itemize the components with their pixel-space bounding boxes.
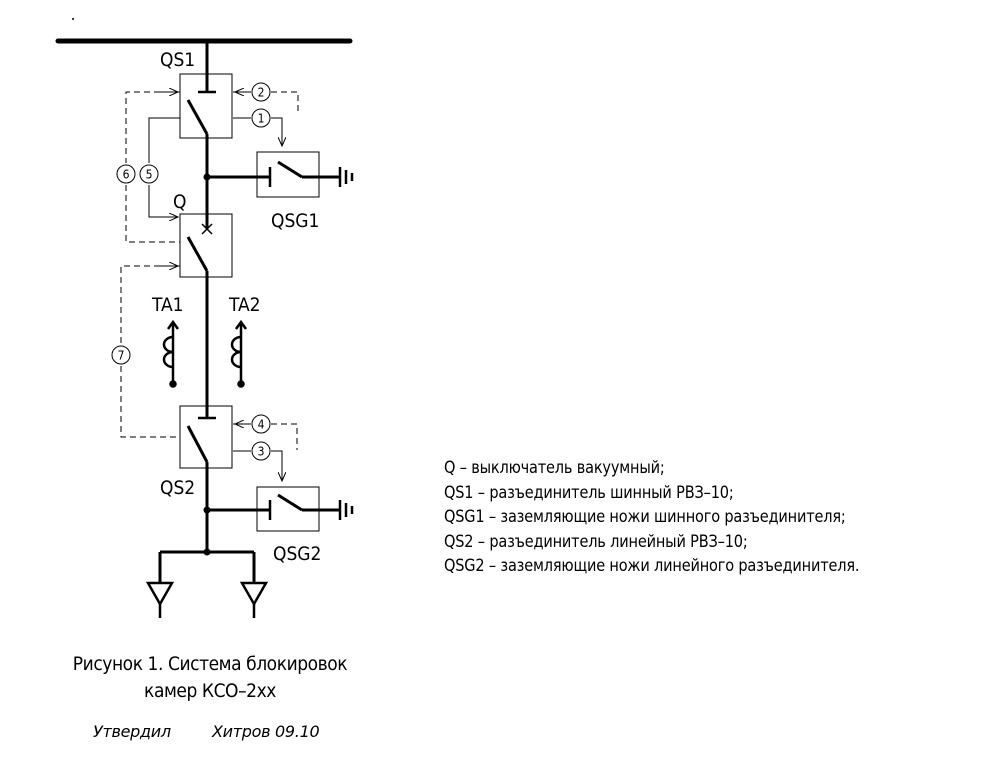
svg-text:6: 6 xyxy=(123,168,130,182)
legend-item-qs1: QS1 – разъединитель шинный РВЗ–10; xyxy=(444,482,734,502)
qsg2-earthing-switch xyxy=(207,486,354,532)
label-q: Q xyxy=(173,191,186,213)
svg-text:7: 7 xyxy=(118,349,125,363)
label-qs2: QS2 xyxy=(160,477,195,499)
cable-outputs xyxy=(145,550,269,618)
q-vacuum-breaker xyxy=(179,213,233,278)
interlock-marker-5: 5 xyxy=(139,164,159,184)
approval-name-date: Хитров 09.10 xyxy=(212,722,320,741)
interlock-links xyxy=(120,92,299,481)
interlock-marker-4: 4 xyxy=(251,414,271,434)
qs2-disconnector xyxy=(179,405,233,469)
junction-dot-upper xyxy=(203,173,211,181)
interlock-marker-3: 3 xyxy=(251,441,271,461)
svg-text:4: 4 xyxy=(258,418,265,432)
caption-line-2: камер КСО–2хх xyxy=(144,680,276,702)
interlock-marker-6: 6 xyxy=(116,164,136,184)
caption-line-1: Рисунок 1. Система блокировок xyxy=(72,653,348,675)
svg-text:1: 1 xyxy=(258,112,265,126)
junction-dot-cable xyxy=(203,548,211,556)
legend: Q – выключатель вакуумный; QS1 – разъеди… xyxy=(444,456,860,579)
label-qsg1: QSG1 xyxy=(271,210,319,232)
svg-text:3: 3 xyxy=(258,445,265,459)
junction-dot-lower xyxy=(203,506,211,514)
svg-text:5: 5 xyxy=(146,168,153,182)
interlock-marker-1: 1 xyxy=(251,108,271,128)
interlock-marker-2: 2 xyxy=(251,82,271,102)
qsg1-earthing-switch xyxy=(207,151,354,198)
interlock-marker-7: 7 xyxy=(111,345,131,365)
label-qsg2: QSG2 xyxy=(273,543,321,565)
qs1-disconnector xyxy=(179,73,233,139)
legend-item-qs2: QS2 – разъединитель линейный РВЗ–10; xyxy=(444,531,748,551)
legend-item-q: Q – выключатель вакуумный; xyxy=(444,458,665,477)
ta2-current-transformer xyxy=(230,319,248,388)
label-ta1: TA1 xyxy=(151,294,184,316)
stray-dot xyxy=(72,18,74,20)
label-ta2: TA2 xyxy=(228,294,261,316)
legend-item-qsg1: QSG1 – заземляющие ножи шинного разъедин… xyxy=(444,507,846,526)
legend-item-qsg2: QSG2 – заземляющие ножи линейного разъед… xyxy=(444,556,860,575)
label-qs1: QS1 xyxy=(160,49,195,71)
svg-text:2: 2 xyxy=(258,86,265,100)
approval-label: Утвердил xyxy=(93,722,171,741)
ta1-current-transformer xyxy=(162,319,180,388)
figure-caption: Рисунок 1. Система блокировок камер КСО–… xyxy=(20,651,400,705)
